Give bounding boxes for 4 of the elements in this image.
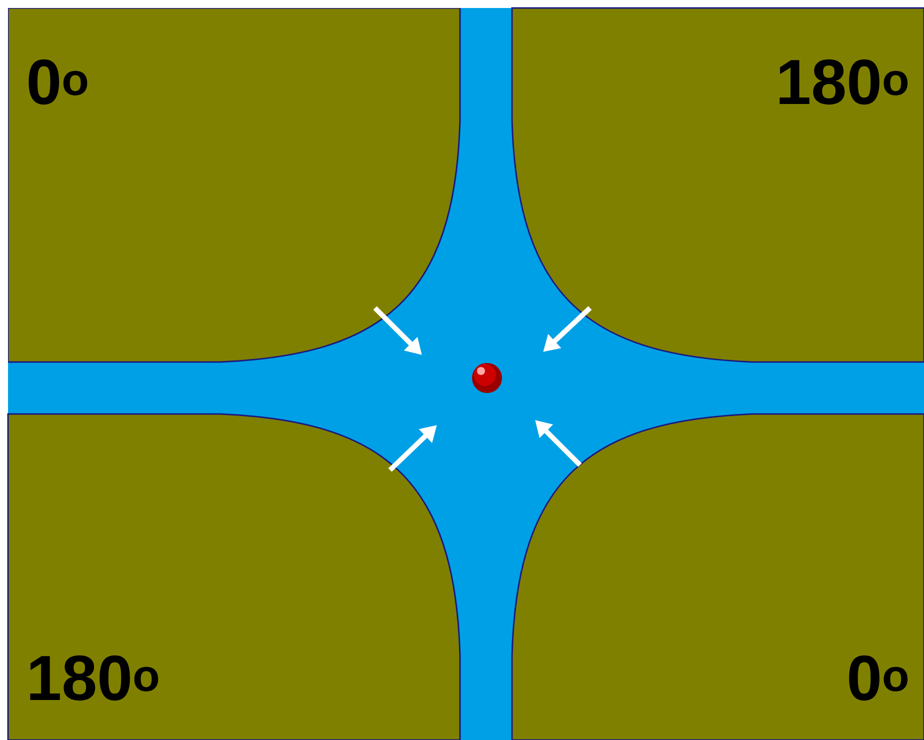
angle-label: 0$^{o}$ [28,59,88,105]
angle-label: 0$^{o}$ [849,655,908,701]
angle-label: 180$^{o}$ [780,59,908,105]
angle-label: 180$^{o}$ [30,655,158,701]
